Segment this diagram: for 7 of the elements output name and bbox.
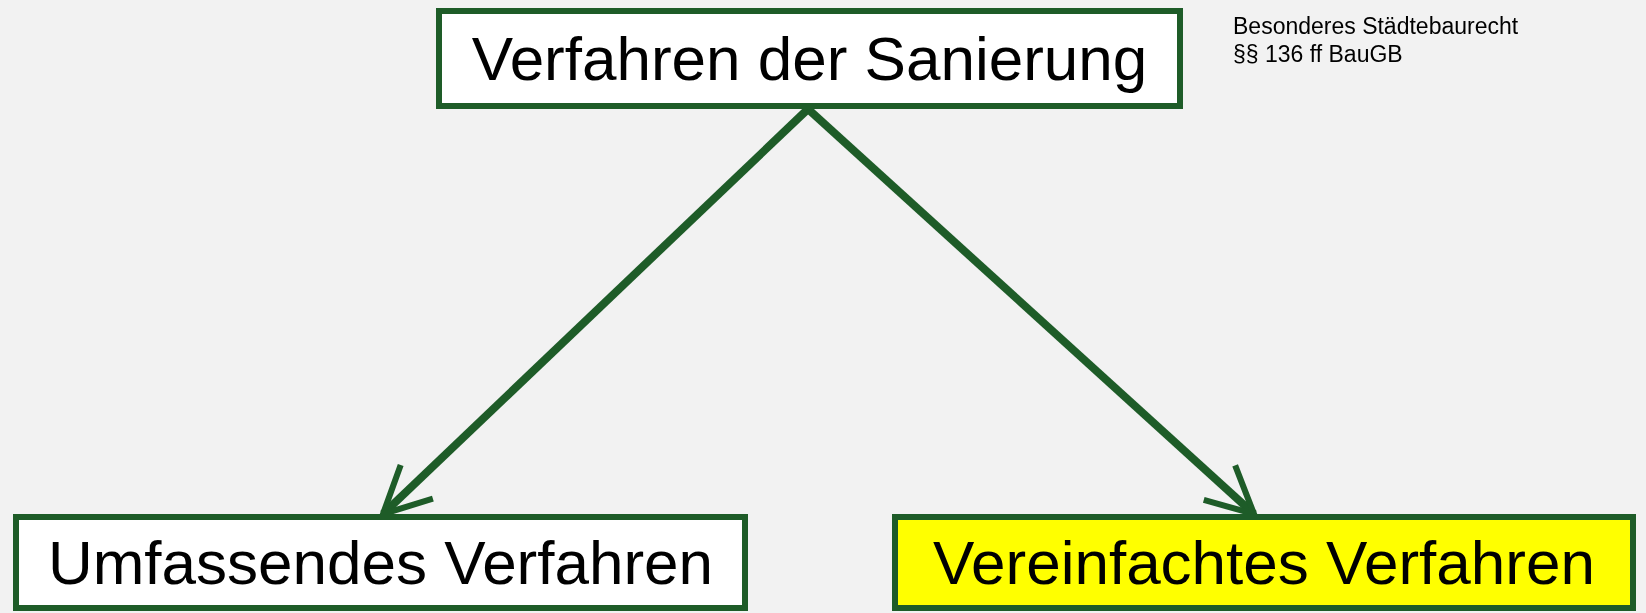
- process-box: [13, 514, 748, 611]
- note-text: Besonderes Städtebaurecht: [1233, 12, 1519, 40]
- process-box: [892, 514, 1636, 611]
- box-label: Vereinfachtes Verfahren: [933, 531, 1595, 594]
- process-box: [436, 8, 1183, 109]
- box-label: Umfassendes Verfahren: [47, 531, 714, 594]
- note-text: §§ 136 ff BauGB: [1233, 40, 1404, 68]
